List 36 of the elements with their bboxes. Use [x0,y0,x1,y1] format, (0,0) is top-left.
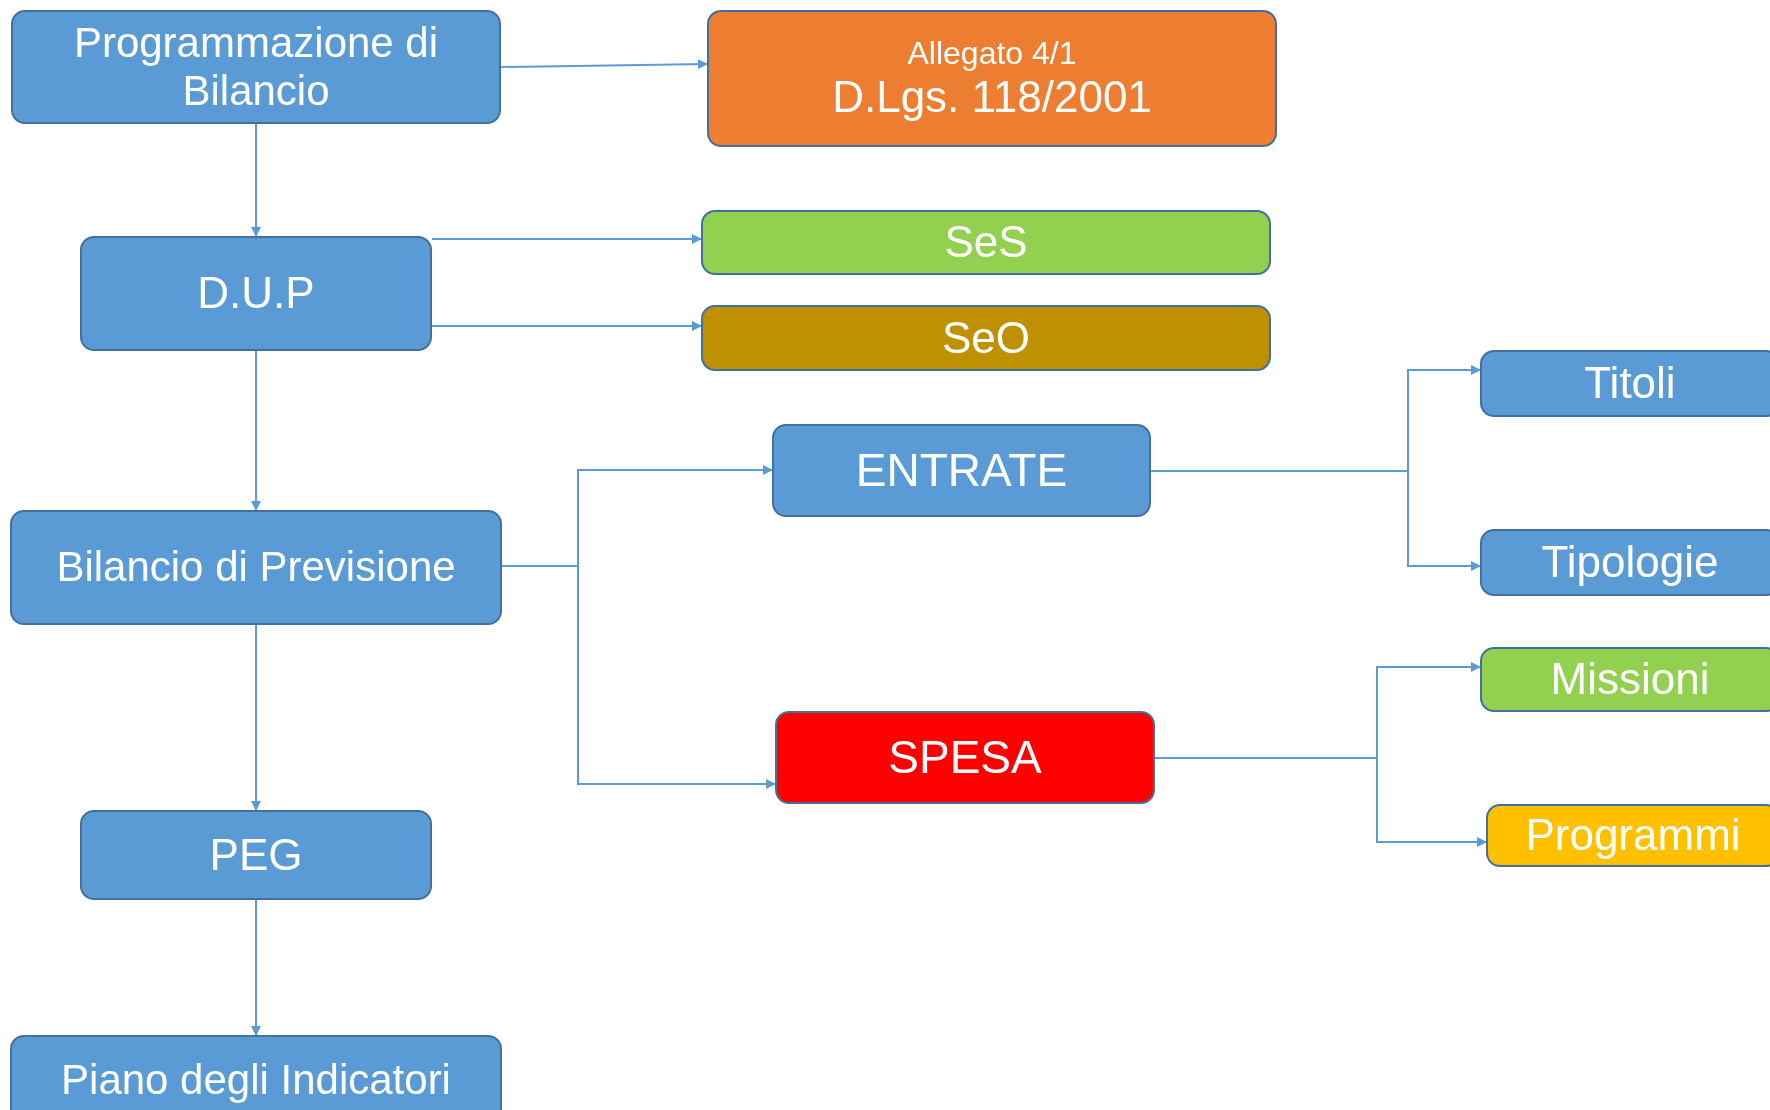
node-label: SeO [941,312,1030,364]
node-label: Piano degli Indicatori [61,1055,451,1105]
process-box [10,510,502,625]
node-label: SPESA [888,731,1042,784]
node-label: Allegato 4/1 [907,34,1077,72]
process-box [80,810,432,900]
process-box [1480,529,1770,596]
process-box [772,424,1151,517]
process-box [11,10,501,124]
arrow [251,350,261,511]
node-label: Bilancio di Previsione [56,543,456,592]
process-box [701,210,1271,275]
process-box [701,305,1271,371]
arrow [251,123,261,237]
node-label: SeS [944,217,1028,268]
process-box [1486,804,1770,867]
arrow [251,899,261,1036]
process-box [1480,350,1770,417]
process-box [10,1035,502,1110]
node-label: PEG [209,829,303,881]
node-label: Titoli [1584,358,1676,409]
process-box [1480,647,1770,712]
process-box [80,236,432,351]
arrow [431,321,702,331]
node-label: Missioni [1550,654,1710,705]
arrow [500,59,708,70]
node-label: Programmi [1525,810,1741,861]
node-label: D.Lgs. 118/2001 [832,71,1152,123]
node-label: D.U.P [197,268,315,319]
process-box [707,10,1277,147]
arrow [251,624,261,811]
process-box [775,711,1155,804]
node-label: Tipologie [1541,537,1719,588]
node-label: Programmazione di Bilancio [72,18,440,116]
node-label: ENTRATE [855,444,1068,497]
arrow [431,234,702,244]
